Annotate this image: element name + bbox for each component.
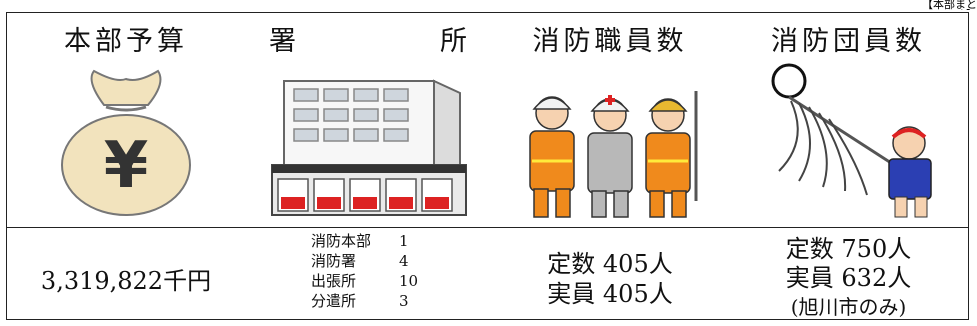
volunteer-actual-value: 632人 <box>841 264 912 292</box>
money-bag-icon: ¥ <box>7 61 245 221</box>
volunteer-fixed-value: 750人 <box>841 235 912 263</box>
fire-station-building-icon <box>245 61 493 221</box>
staff-fixed-label: 定数 <box>547 250 596 278</box>
firefighters-illustration-icon <box>493 61 727 221</box>
volunteers-heading: 消防団員数 <box>771 26 926 57</box>
station-count: 1 <box>399 232 409 250</box>
staff-fixed-row: 定数 405人 <box>493 249 727 279</box>
staff-heading: 消防職員数 <box>532 26 688 57</box>
station-count: 10 <box>399 272 419 290</box>
budget-heading: 本部予算 <box>64 26 188 57</box>
budget-column: 本部予算 ¥ 3,319,822千円 <box>7 13 245 319</box>
station-count: 3 <box>399 292 409 310</box>
volunteer-fixed-label: 定数 <box>785 235 834 263</box>
staff-column: 消防職員数 <box>493 13 727 319</box>
stations-heading-right: 所 <box>440 26 467 57</box>
station-type: 消防署 <box>311 252 357 270</box>
list-item: 消防本部 1 <box>311 231 418 251</box>
station-type: 出張所 <box>311 272 357 290</box>
fire-dept-summary-table: 本部予算 ¥ 3,319,822千円 署 所 <box>6 12 969 320</box>
volunteer-fixed-row: 定数 750人 <box>727 235 970 264</box>
staff-actual-value: 405人 <box>602 280 673 308</box>
station-type: 分遣所 <box>311 292 357 310</box>
volunteers-column: 消防団員数 定数 750人 実員 632人 (旭川市のみ) <box>727 13 970 319</box>
volunteer-with-flag-icon <box>727 61 970 221</box>
volunteer-actual-row: 実員 632人 <box>727 264 970 293</box>
table-row-divider <box>7 227 968 228</box>
staff-actual-label: 実員 <box>547 280 596 308</box>
station-count-list: 消防本部 1 消防署 4 出張所 10 分遣所 3 <box>311 231 418 311</box>
svg-text:¥: ¥ <box>104 129 149 203</box>
station-type: 消防本部 <box>311 232 372 250</box>
volunteer-values: 定数 750人 実員 632人 (旭川市のみ) <box>727 235 970 322</box>
volunteer-actual-label: 実員 <box>785 264 834 292</box>
staff-fixed-value: 405人 <box>602 250 673 278</box>
staff-actual-row: 実員 405人 <box>493 279 727 309</box>
list-item: 出張所 10 <box>311 271 418 291</box>
list-item: 分遣所 3 <box>311 291 418 311</box>
stations-column: 署 所 消防本部 1 <box>245 13 493 319</box>
stations-heading-left: 署 <box>269 26 296 57</box>
budget-value: 3,319,822千円 <box>40 267 212 295</box>
volunteer-note: (旭川市のみ) <box>790 295 907 319</box>
stations-heading: 署 所 <box>245 19 493 58</box>
station-count: 4 <box>399 252 409 270</box>
staff-values: 定数 405人 実員 405人 <box>493 249 727 309</box>
corner-label: 【本部まとめ】 <box>922 0 977 10</box>
list-item: 消防署 4 <box>311 251 418 271</box>
